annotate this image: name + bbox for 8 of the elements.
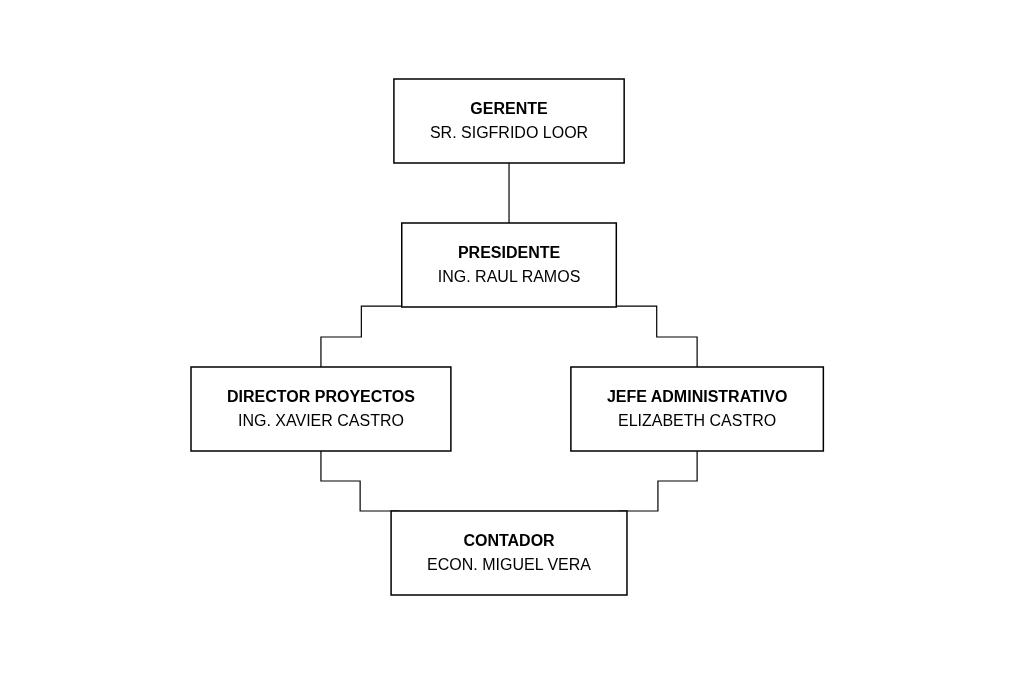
connector [616, 304, 699, 368]
node-box: JEFE ADMINISTRATIVO ELIZABETH CASTRO [570, 365, 825, 452]
node-box: GERENTE SR. SIGFRIDO LOOR [393, 77, 626, 164]
node-box: CONTADOR ECON. MIGUEL VERA [390, 509, 629, 596]
node-box: DIRECTOR PROYECTOS ING. XAVIER CASTRO [190, 365, 452, 452]
connector [320, 304, 403, 368]
connector [508, 161, 510, 224]
node-box: PRESIDENTE ING. RAUL RAMOS [401, 221, 618, 308]
